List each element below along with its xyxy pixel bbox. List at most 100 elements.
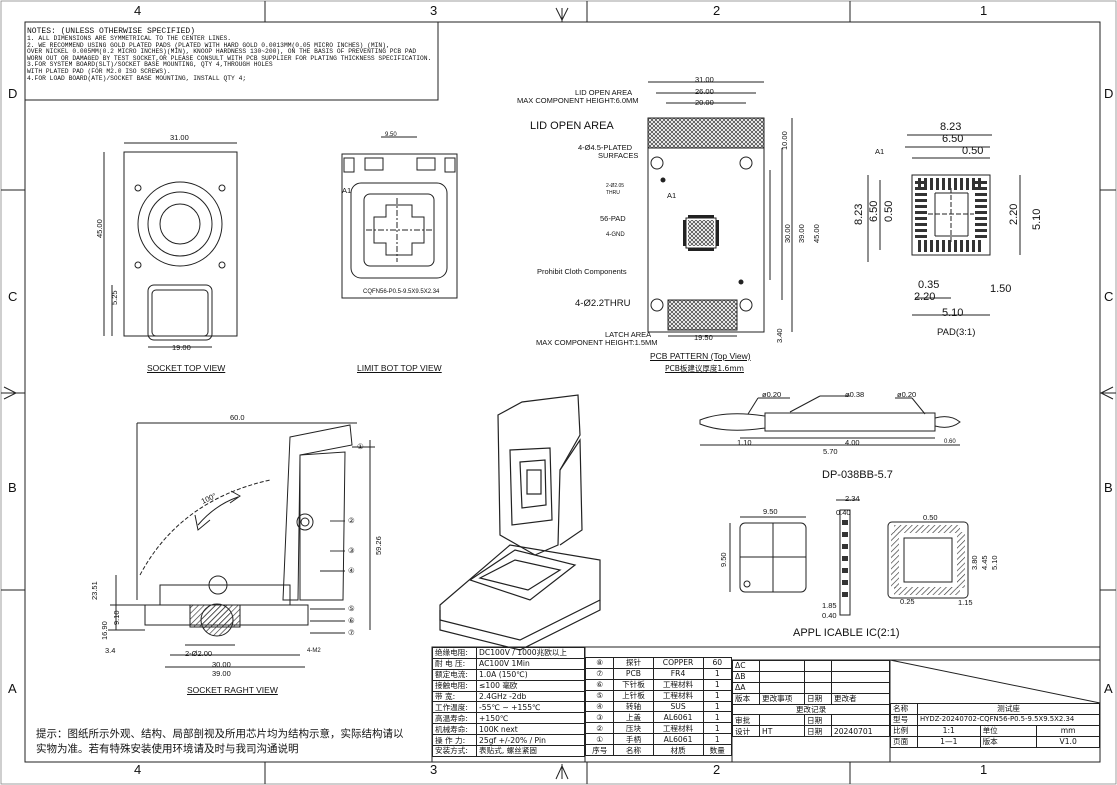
- right-view-width: 60.0: [230, 413, 245, 422]
- check-label: 审批: [732, 714, 760, 727]
- right-view-h2: 23.51: [90, 581, 99, 600]
- pad-a1: A1: [875, 147, 885, 156]
- version-value: V1.0: [1036, 735, 1100, 748]
- revision-mark: ΔA: [732, 681, 760, 694]
- bom-mat: 工程材料: [652, 689, 704, 702]
- page-label: 页面: [890, 735, 918, 748]
- lid-open-area-small: LID OPEN AREA: [575, 88, 633, 97]
- spec-key: 耐 电 压:: [431, 657, 478, 670]
- bom-mat: FR4: [652, 667, 704, 680]
- note-line: 3.FOR SYSTEM BOARD(SLT)/SOCKET BASE MOUN…: [27, 61, 273, 69]
- bom-mat: SUS: [652, 700, 704, 713]
- ic-p5: 0.25: [900, 597, 915, 606]
- revision-row: ΔA: [732, 681, 891, 694]
- spec-key: 带 宽:: [431, 690, 478, 703]
- pcb-bottom-w: 19.50: [694, 333, 713, 342]
- pad-w2: 6.50: [942, 133, 964, 145]
- bom-qty: 1: [702, 700, 733, 713]
- pcb-top-dim: 10.00: [780, 131, 789, 150]
- right-view-x1: 3.4: [105, 646, 116, 655]
- spec-val: DC100V / 1000兆欧以上: [476, 647, 585, 659]
- check-date-cell: [830, 714, 891, 727]
- revision-cell: [759, 660, 805, 672]
- ic-b1: 1.85: [822, 601, 837, 610]
- right-view-b2: 39.00: [212, 669, 231, 678]
- spec-row: 安装方式:表贴式, 螺丝紧固: [431, 745, 585, 757]
- latch-max-height: MAX COMPONENT HEIGHT:1.5MM: [536, 338, 658, 347]
- bom-name: 探针: [613, 657, 654, 669]
- rev-change-label: 更改事项: [759, 692, 805, 705]
- title-row: 名称测试座: [890, 703, 1100, 715]
- row-label-b: B: [8, 480, 17, 495]
- spec-key: 额定电流:: [431, 668, 478, 681]
- probe-d3: ø0.20: [897, 390, 917, 399]
- plated-holes: 4-Ø4.5-PLATED: [578, 143, 633, 152]
- revision-header-row: 版本更改事项日期更改者: [732, 692, 891, 705]
- spec-row: 操 作 力:25gf +/-20% / Pin: [431, 734, 585, 747]
- bom-no: ④: [584, 700, 615, 713]
- bom-qty: 1: [702, 722, 733, 735]
- bom-header-mat: 材质: [652, 744, 704, 757]
- pad-c2: 5.10: [1031, 208, 1043, 230]
- pcb-h1: 45.00: [812, 224, 821, 243]
- bom-no: ⑤: [584, 689, 615, 702]
- note-line: OVER NICKEL 0.005MM(0.2 MICRO INCHES)(MI…: [27, 48, 417, 56]
- revision-cell: [804, 670, 832, 683]
- bom-qty: 60: [702, 657, 733, 669]
- limit-a1: A1: [342, 186, 352, 195]
- pcb-thickness-note: PCB板建议厚度1.6mm: [665, 364, 744, 373]
- revision-row: ΔC: [732, 660, 891, 672]
- scale-label: 比例: [890, 724, 918, 737]
- col-label-1-bottom: 1: [980, 762, 988, 777]
- ic-view-title: APPL ICABLE IC(2:1): [793, 627, 900, 639]
- ic-t2: 0.40: [836, 508, 851, 517]
- bom-no: ⑦: [584, 667, 615, 680]
- spec-row: 带 宽:2.4GHz -2db: [431, 690, 585, 703]
- limit-top-dim: 9.50: [385, 132, 397, 138]
- unit-label: 单位: [979, 724, 1038, 737]
- design-date-label: 日期: [804, 725, 832, 738]
- designer: HT: [759, 725, 805, 738]
- callout-3: ③: [348, 546, 355, 555]
- right-view-h3: 16.90: [100, 621, 109, 640]
- right-view-h4: 9.10: [112, 610, 121, 625]
- pad-view-title: PAD(3:1): [937, 327, 976, 338]
- top-view-width: 31.00: [170, 133, 189, 142]
- plated-surfaces: SURFACES: [598, 151, 639, 160]
- bom-header-name: 名称: [613, 744, 654, 757]
- disclaimer-note: 提示：图纸所示外观、结构、局部剖视及所用芯片均为结构示意，实际结构请以实物为准。…: [36, 728, 404, 755]
- limit-bot-view-title: LIMIT BOT TOP VIEW: [357, 363, 442, 373]
- ic-p1: 0.50: [923, 513, 938, 522]
- model-value: HYDZ-20240702-CQFN56-P0.5-9.5X9.5X2.34: [917, 713, 1100, 726]
- rev-by-label: 更改者: [830, 692, 891, 705]
- callout-7: ⑦: [348, 628, 355, 637]
- bom-mat: 工程材料: [652, 722, 704, 735]
- name-value: 测试座: [917, 703, 1100, 715]
- pad-w1: 8.23: [940, 121, 962, 133]
- pad-b4: 5.10: [942, 307, 964, 319]
- bom-qty: 1: [702, 678, 733, 691]
- spec-val: AC100V 1Min: [476, 657, 585, 670]
- spec-val: 表贴式, 螺丝紧固: [476, 745, 585, 757]
- bom-name: 上盖: [613, 711, 654, 724]
- bom-qty: 1: [702, 711, 733, 724]
- probe-l3: 0.60: [944, 439, 956, 445]
- revision-cell: [804, 681, 832, 694]
- row-label-c: C: [8, 289, 18, 304]
- ic-p4: 5.10: [990, 555, 999, 570]
- spec-key: 高温寿命:: [431, 712, 478, 725]
- bom-name: 压块: [613, 722, 654, 735]
- design-date: 20240701: [830, 725, 891, 738]
- spec-row: 绝缘电阻:DC100V / 1000兆欧以上: [431, 647, 585, 659]
- socket-top-view-title: SOCKET TOP VIEW: [147, 363, 226, 373]
